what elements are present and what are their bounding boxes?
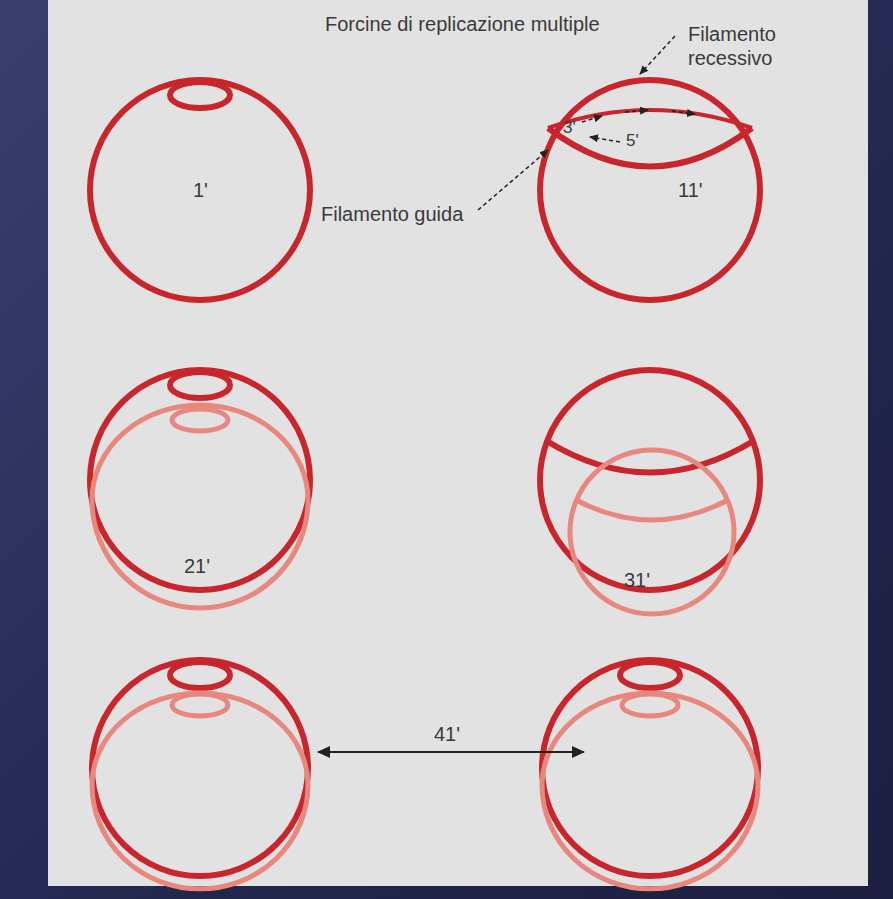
time-label: 31' (624, 568, 650, 592)
diagram-title: Forcine di replicazione multiple (325, 12, 600, 36)
time-label: 11' (678, 178, 703, 202)
time-label: 1' (193, 178, 208, 202)
end-label: 5' (626, 131, 639, 151)
end-label: 3' (563, 118, 576, 138)
time-label: 21' (184, 554, 210, 578)
strand-label: Filamento guida (321, 202, 463, 226)
strand-label: Filamento recessivo (688, 22, 798, 70)
time-label: 41' (434, 722, 460, 746)
